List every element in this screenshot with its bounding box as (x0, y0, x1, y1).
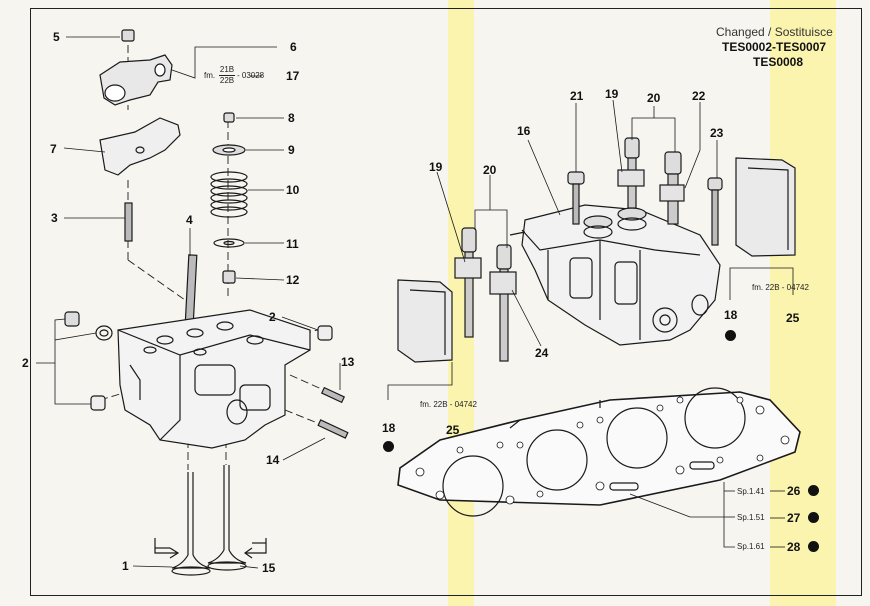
callout-6[interactable]: 6 (290, 40, 297, 54)
valve-spring (210, 171, 248, 218)
fm-suffix: - 03028 (237, 71, 265, 80)
callout-9[interactable]: 9 (288, 143, 295, 157)
callout-4[interactable]: 4 (186, 213, 193, 227)
callout-24[interactable]: 24 (535, 346, 549, 360)
callout-25[interactable]: 25 (446, 423, 460, 437)
callout-19[interactable]: 19 (429, 160, 443, 174)
callout-2[interactable]: 2 (269, 310, 276, 324)
gasket-thickness-161: Sp.1.61 (737, 542, 765, 551)
callout-15[interactable]: 15 (262, 561, 276, 575)
gasket-thickness-151: Sp.1.51 (737, 513, 765, 522)
callout-22[interactable]: 22 (692, 89, 706, 103)
new-part-marker (808, 485, 819, 496)
new-part-marker (383, 441, 394, 452)
callout-17[interactable]: 17 (286, 69, 300, 83)
fm-denominator: 22B (219, 76, 235, 85)
leader-lines-left (36, 36, 341, 569)
replaced-codes-line1: TES0002-TES0007 (722, 40, 827, 54)
gasket-thickness-141: Sp.1.41 (737, 487, 765, 496)
fm-ref-right-upper: fm. 22B - 04742 (752, 283, 809, 292)
callout-26[interactable]: 26 (787, 484, 801, 498)
fraction-bar (219, 75, 235, 76)
callout-18[interactable]: 18 (382, 421, 396, 435)
callout-5[interactable]: 5 (53, 30, 60, 44)
new-part-marker (725, 330, 736, 341)
callout-12[interactable]: 12 (286, 273, 300, 287)
callout-20[interactable]: 20 (483, 163, 497, 177)
callout-8[interactable]: 8 (288, 111, 295, 125)
fm-ref-right-lower: fm. 22B - 04742 (420, 400, 477, 409)
callout-11[interactable]: 11 (286, 237, 299, 251)
callout-27[interactable]: 27 (787, 511, 801, 525)
callout-13[interactable]: 13 (341, 355, 355, 369)
callout-14[interactable]: 14 (266, 453, 280, 467)
new-part-marker (808, 512, 819, 523)
callout-2[interactable]: 2 (22, 356, 29, 370)
new-part-marker (808, 541, 819, 552)
callout-3[interactable]: 3 (51, 211, 58, 225)
callout-19[interactable]: 19 (605, 87, 619, 101)
callout-28[interactable]: 28 (787, 540, 801, 554)
callout-1[interactable]: 1 (122, 559, 129, 573)
head-gasket (397, 387, 801, 517)
highlight-band (770, 0, 836, 606)
callout-18[interactable]: 18 (724, 308, 738, 322)
cylinder-head-block (117, 309, 311, 449)
fm-numerator: 21B (219, 65, 235, 74)
callout-23[interactable]: 23 (710, 126, 724, 140)
right-head-assembly (509, 204, 721, 346)
callout-20[interactable]: 20 (647, 91, 661, 105)
callout-21[interactable]: 21 (570, 89, 584, 103)
callout-16[interactable]: 16 (517, 124, 531, 138)
callout-7[interactable]: 7 (50, 142, 57, 156)
fm-prefix: fm. (204, 71, 216, 80)
callout-10[interactable]: 10 (286, 183, 300, 197)
diagram-frame (30, 8, 862, 596)
replaced-codes-line2: TES0008 (753, 55, 804, 69)
callout-25[interactable]: 25 (786, 311, 800, 325)
changed-label: Changed / Sostituisce (716, 25, 833, 39)
leader-lines-right (387, 99, 794, 548)
